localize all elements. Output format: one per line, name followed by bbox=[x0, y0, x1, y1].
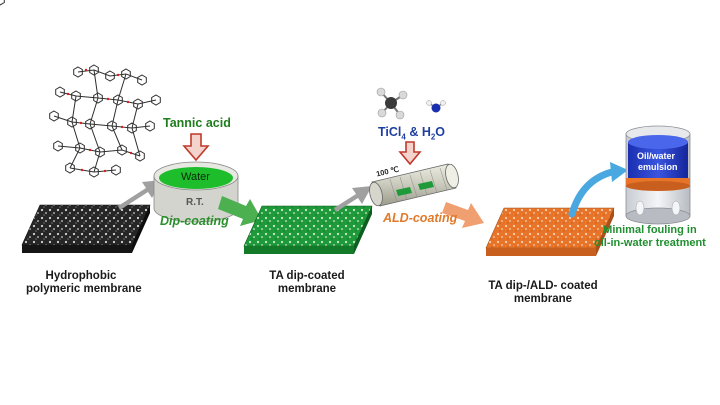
green-arrow bbox=[218, 196, 262, 226]
precursor-sub-4: 4 bbox=[401, 132, 406, 142]
red-down-arrow-2 bbox=[398, 141, 422, 166]
ald-coating-label: ALD-coating bbox=[383, 211, 458, 225]
emulsion-label: emulsion bbox=[638, 162, 678, 172]
precursors-label: TiCl4 & H2O bbox=[378, 125, 445, 142]
tannic-acid-molecule-icon bbox=[0, 0, 161, 178]
membrane-3-caption: TA dip-/ALD- coated membrane bbox=[478, 280, 608, 306]
gray-arrow-1 bbox=[118, 180, 162, 210]
membrane-2-caption-line-2: membrane bbox=[277, 283, 337, 295]
membrane-3-caption-line-2: membrane bbox=[513, 293, 573, 305]
hydrophobic-membrane bbox=[21, 204, 151, 253]
orange-arrow bbox=[442, 202, 484, 228]
water-molecule-icon bbox=[426, 100, 446, 113]
precursor-sub-2: 2 bbox=[430, 132, 436, 142]
result-line-1: Minimal fouling in bbox=[603, 224, 697, 236]
dip-coating-label: Dip-coating bbox=[160, 214, 229, 228]
result-label: Minimal fouling in oil-in-water treatmen… bbox=[594, 224, 706, 250]
filtration-cell-icon bbox=[625, 125, 691, 225]
membrane-1-caption-line-2: polymeric membrane bbox=[26, 283, 142, 295]
blue-curved-arrow bbox=[568, 162, 628, 218]
ald-coated-membrane bbox=[485, 207, 615, 256]
oil-water-label: Oil/water bbox=[637, 151, 676, 161]
membrane-1-caption-line-1: Hydrophobic bbox=[45, 270, 117, 282]
ticl4-molecule-icon bbox=[376, 87, 408, 120]
ta-coated-membrane bbox=[243, 205, 373, 254]
membrane-2-caption-line-1: TA dip-coated bbox=[269, 270, 345, 282]
water-label: Water bbox=[181, 171, 210, 183]
gray-arrow-2 bbox=[334, 186, 372, 212]
molecule-oxygen-marks bbox=[66, 68, 133, 173]
tannic-acid-label: Tannic acid bbox=[163, 116, 231, 130]
result-line-2: oil-in-water treatment bbox=[594, 237, 706, 249]
rt-label: R.T. bbox=[186, 197, 204, 208]
red-down-arrow-1 bbox=[182, 133, 210, 162]
ald-tube bbox=[369, 163, 459, 207]
membrane-2-caption: TA dip-coated membrane bbox=[252, 270, 362, 296]
membrane-3-caption-line-1: TA dip-/ALD- coated bbox=[488, 280, 598, 292]
membrane-1-caption: Hydrophobic polymeric membrane bbox=[26, 270, 142, 296]
precursor-o: O bbox=[435, 125, 446, 139]
precursor-and-h: & H bbox=[405, 125, 431, 139]
precursor-ticl: TiCl bbox=[378, 125, 402, 139]
